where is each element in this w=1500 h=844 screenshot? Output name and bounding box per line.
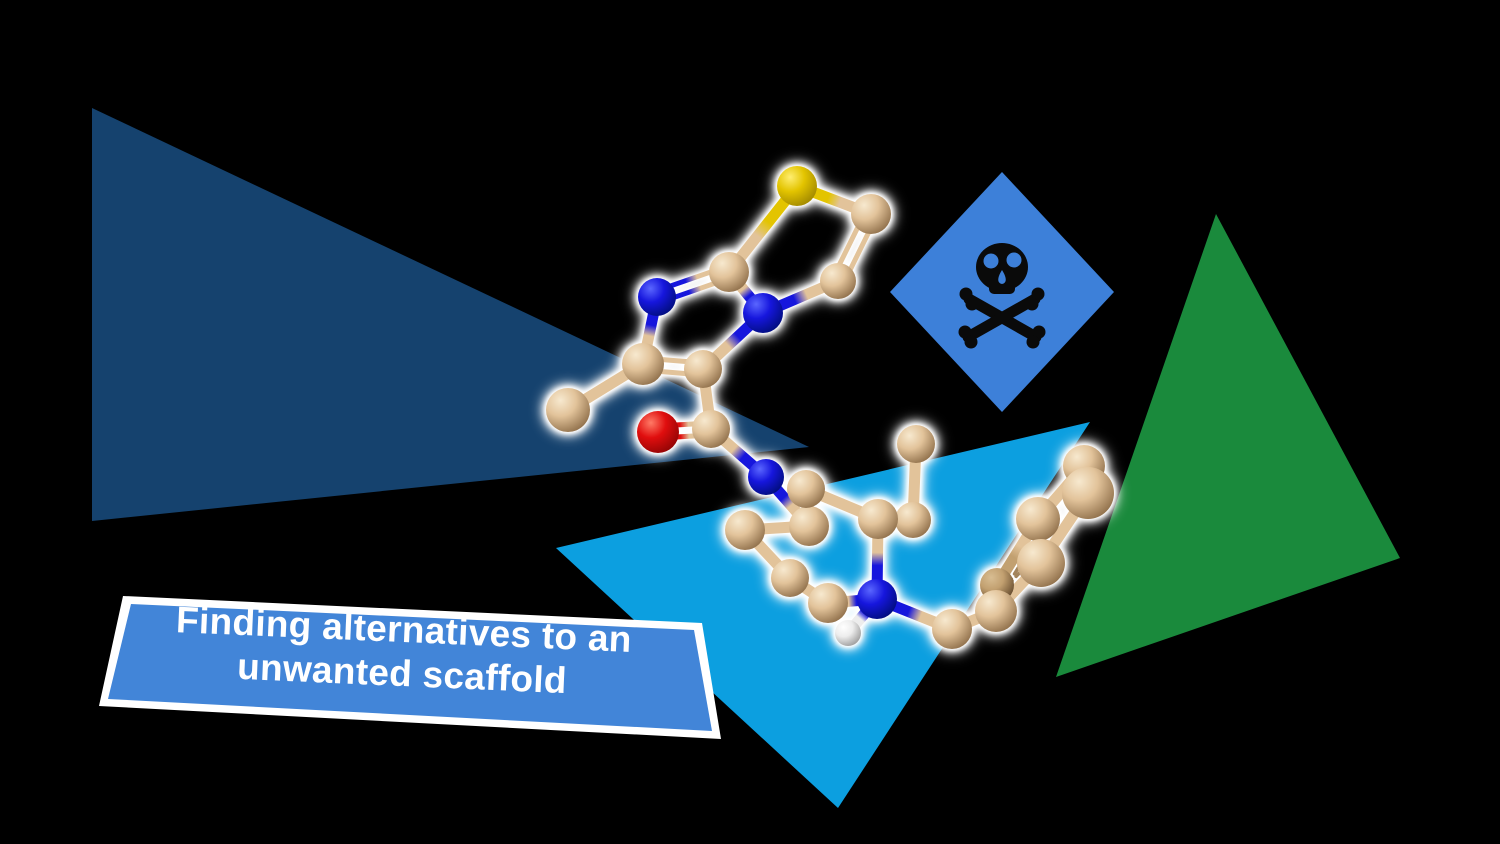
atom-C [858, 499, 898, 539]
atom-C [692, 410, 730, 448]
molecule-3d-model [546, 166, 1114, 649]
atom-C [1017, 539, 1065, 587]
atom-C [546, 388, 590, 432]
atom-C [895, 502, 931, 538]
skull-nose [998, 270, 1006, 284]
bone-knob [964, 335, 978, 349]
atom-C [622, 343, 664, 385]
skull-crossbones-icon [958, 243, 1046, 349]
atom-C [789, 506, 829, 546]
bone-knob [958, 325, 972, 339]
bone-knob [1026, 335, 1040, 349]
atom-C [820, 263, 856, 299]
atom-layer [546, 166, 1114, 649]
bone-knob [965, 297, 979, 311]
skull-jaw [989, 280, 1015, 294]
banner-face [108, 604, 712, 731]
atom-C [771, 559, 809, 597]
bone-knob [1032, 325, 1046, 339]
atom-C [709, 252, 749, 292]
green-triangle [1056, 214, 1400, 677]
atom-C [787, 470, 825, 508]
atom-N [638, 278, 676, 316]
atom-S [777, 166, 817, 206]
atom-O [637, 411, 679, 453]
bone [962, 293, 1041, 343]
atom-C [1062, 467, 1114, 519]
atom-C [808, 583, 848, 623]
atom-C [1016, 497, 1060, 541]
atom-N [743, 293, 783, 333]
bone-knob [1025, 297, 1039, 311]
atom-C [932, 609, 972, 649]
navy-triangle [92, 108, 809, 521]
atom-C [684, 350, 722, 388]
atom-N [857, 579, 897, 619]
atom-C [851, 194, 891, 234]
background-shapes [92, 108, 1400, 808]
atom-C [725, 510, 765, 550]
atom-C [897, 425, 935, 463]
atom-N [748, 459, 784, 495]
skull-eye [983, 253, 999, 269]
bone-knob [959, 287, 973, 301]
atom-H [835, 620, 861, 646]
title-banner-shape [99, 596, 721, 739]
skull-icon [958, 243, 1046, 349]
skull-eye [1006, 252, 1022, 268]
bone-knob [1031, 287, 1045, 301]
atom-C [975, 590, 1017, 632]
